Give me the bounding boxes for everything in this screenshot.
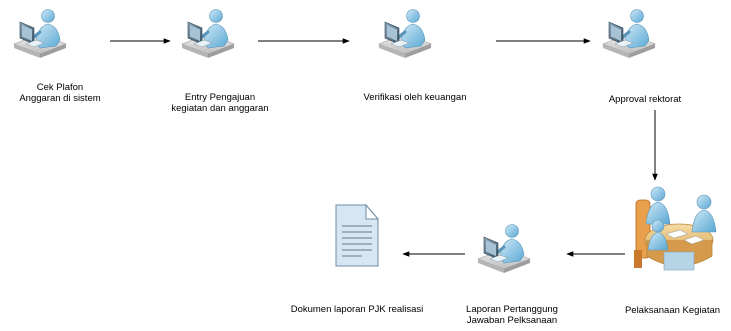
label-entry: Entry Pengajuan kegiatan dan anggaran <box>171 92 269 114</box>
workstation-icon-approval <box>601 8 657 60</box>
workstation-icon-entry <box>180 8 236 60</box>
workstation-icon-laporan <box>476 223 532 275</box>
label-cek-plafon: Cek Plafon Anggaran di sistem <box>19 82 101 104</box>
meeting-icon-pelaksanaan <box>633 186 717 271</box>
label-verifikasi: Verifikasi oleh keuangan <box>363 92 467 103</box>
workstation-icon-cek-plafon <box>12 8 68 60</box>
document-icon <box>335 203 380 267</box>
label-approval: Approval rektorat <box>608 94 682 105</box>
label-laporan: Laporan Pertanggung Jawaban Pelksanaan <box>466 304 558 326</box>
label-dokumen: Dokumen laporan PJK realisasi <box>290 304 424 315</box>
label-pelaksanaan: Pelaksanaan Kegiatan <box>624 305 721 316</box>
workstation-icon-verifikasi <box>377 8 433 60</box>
